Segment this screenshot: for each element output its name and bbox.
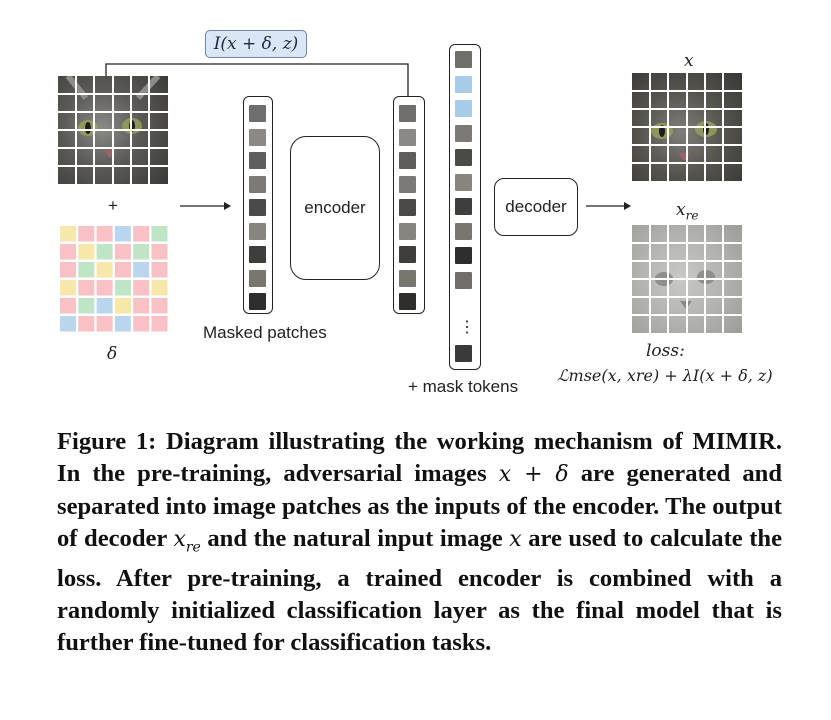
noise-cell (96, 244, 113, 260)
image-patch (399, 293, 416, 310)
figure-caption: Figure 1: Diagram illustrating the worki… (57, 428, 783, 657)
image-patch (455, 198, 472, 215)
mask-token (455, 100, 472, 117)
noise-cell (78, 298, 95, 314)
patch-grid-lines-recon (632, 225, 742, 333)
image-patch (249, 293, 266, 310)
mutual-information-formula-box: I(x + δ, z) (205, 30, 307, 58)
mask-tokens-label: + mask tokens (408, 377, 519, 396)
noise-cell (60, 298, 76, 314)
connector-lines (105, 63, 631, 210)
perturbation-delta-grid (60, 226, 168, 332)
image-patch (399, 199, 416, 216)
loss-formula: ℒmse(x, xre) + λI(x + δ, z) (557, 366, 773, 385)
input-image-x (58, 76, 168, 184)
image-patch (249, 105, 266, 122)
ellipsis: ⋮ (459, 319, 475, 336)
noise-cell (60, 262, 76, 278)
top-formula: I(x + δ, z) (213, 34, 299, 54)
image-patch (399, 269, 416, 287)
masked-patches-label: Masked patches (203, 323, 327, 342)
image-patch (249, 269, 266, 287)
image-patch (249, 175, 266, 193)
image-patch (455, 271, 472, 289)
noise-cell (78, 280, 95, 296)
noise-cell (114, 298, 131, 314)
noise-cell (133, 226, 150, 242)
image-patch (249, 128, 266, 146)
noise-cell (114, 316, 131, 332)
xre-label: xre (676, 200, 699, 223)
patch-grid-lines (58, 76, 168, 184)
noise-cell (60, 244, 76, 260)
mask-tokens-strip: ⋮ (449, 44, 481, 370)
encoder-block: encoder (290, 136, 380, 280)
image-patch (455, 222, 472, 240)
image-patch (399, 246, 416, 263)
target-image-x (632, 73, 742, 181)
noise-cell (151, 262, 168, 278)
image-patch (249, 199, 266, 216)
image-patch (399, 105, 416, 122)
mimir-diagram: I(x + δ, z) + δ Mask (58, 30, 773, 396)
noise-cell (133, 298, 150, 314)
x-label: x (684, 51, 694, 71)
noise-cell (60, 316, 76, 332)
image-patch (455, 124, 472, 142)
noise-cell (114, 280, 131, 296)
image-patch (455, 345, 472, 362)
noise-cell (96, 316, 113, 332)
image-patch (249, 246, 266, 263)
loss-label: loss: (646, 341, 685, 361)
caption-label: Figure 1: (57, 428, 157, 455)
noise-cell (151, 226, 168, 242)
image-patch (455, 247, 472, 264)
noise-cell (114, 262, 131, 278)
delta-label: δ (107, 344, 118, 364)
noise-cell (78, 316, 95, 332)
noise-cell (96, 298, 113, 314)
image-patch (455, 51, 472, 68)
decoder-block: decoder (494, 178, 578, 236)
plus-sign: + (108, 196, 118, 215)
noise-cell (96, 262, 113, 278)
image-patch (399, 152, 416, 169)
noise-cell (78, 244, 95, 260)
image-patch (399, 128, 416, 146)
image-patch (249, 152, 266, 169)
image-patch (399, 222, 416, 240)
noise-cell (114, 244, 131, 260)
noise-cell (78, 262, 95, 278)
patch-grid-lines-target (632, 73, 742, 181)
masked-patches-strip (243, 96, 273, 314)
noise-cell (96, 280, 113, 296)
reconstructed-image-xre (632, 225, 742, 333)
noise-cell (60, 226, 76, 242)
noise-cell (114, 226, 131, 242)
noise-cell (151, 244, 168, 260)
image-patch (249, 222, 266, 240)
noise-cell (151, 316, 168, 332)
noise-cell (78, 226, 95, 242)
image-patch (455, 149, 472, 166)
noise-cell (60, 280, 76, 296)
noise-cell (151, 298, 168, 314)
decoder-label: decoder (505, 197, 567, 216)
noise-cell (96, 226, 113, 242)
encoder-output-strip (393, 96, 425, 314)
noise-cell (133, 262, 150, 278)
encoder-label: encoder (304, 198, 366, 217)
noise-cell (133, 316, 150, 332)
image-patch (455, 173, 472, 191)
mask-token (455, 75, 472, 93)
noise-cell (151, 280, 168, 296)
noise-cell (133, 244, 150, 260)
noise-cell (133, 280, 150, 296)
image-patch (399, 175, 416, 193)
